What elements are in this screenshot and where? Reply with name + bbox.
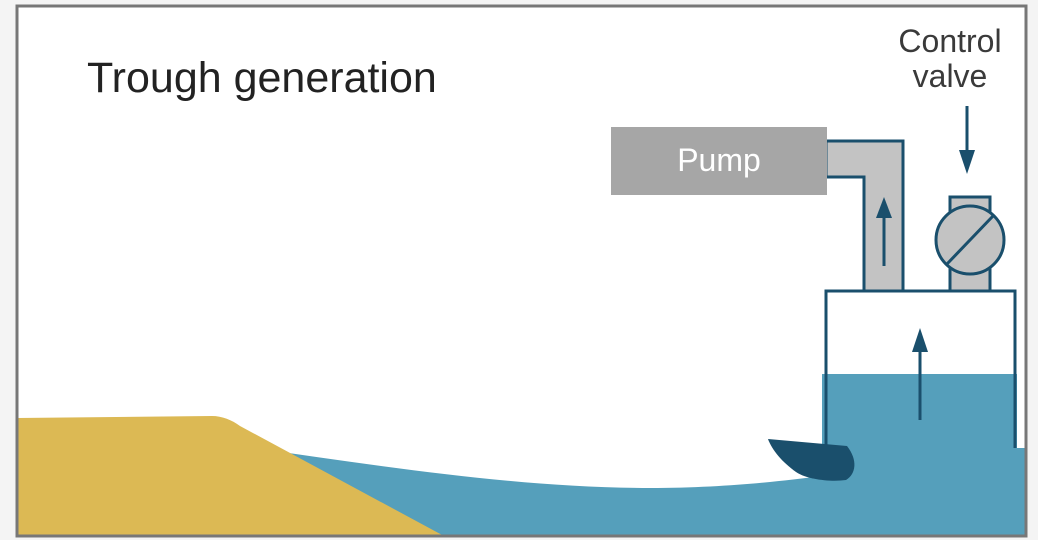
control-valve-label-line1: Control xyxy=(898,23,1002,59)
valve-icon xyxy=(934,195,1006,293)
diagram-title: Trough generation xyxy=(87,54,437,102)
control-valve-label-line2: valve xyxy=(912,58,988,94)
up-arrow-icon xyxy=(912,328,928,420)
pump-box xyxy=(611,127,827,195)
pump-label: Pump xyxy=(677,142,761,178)
wave-chamber xyxy=(824,289,1017,452)
control-valve-label: Control valve xyxy=(870,24,1030,94)
paddle-icon xyxy=(768,439,855,481)
panel-frame xyxy=(15,4,1028,538)
water-body xyxy=(240,374,1026,536)
up-arrow-icon xyxy=(876,197,892,266)
down-arrow-icon xyxy=(959,106,975,174)
sand-beach xyxy=(17,416,444,536)
